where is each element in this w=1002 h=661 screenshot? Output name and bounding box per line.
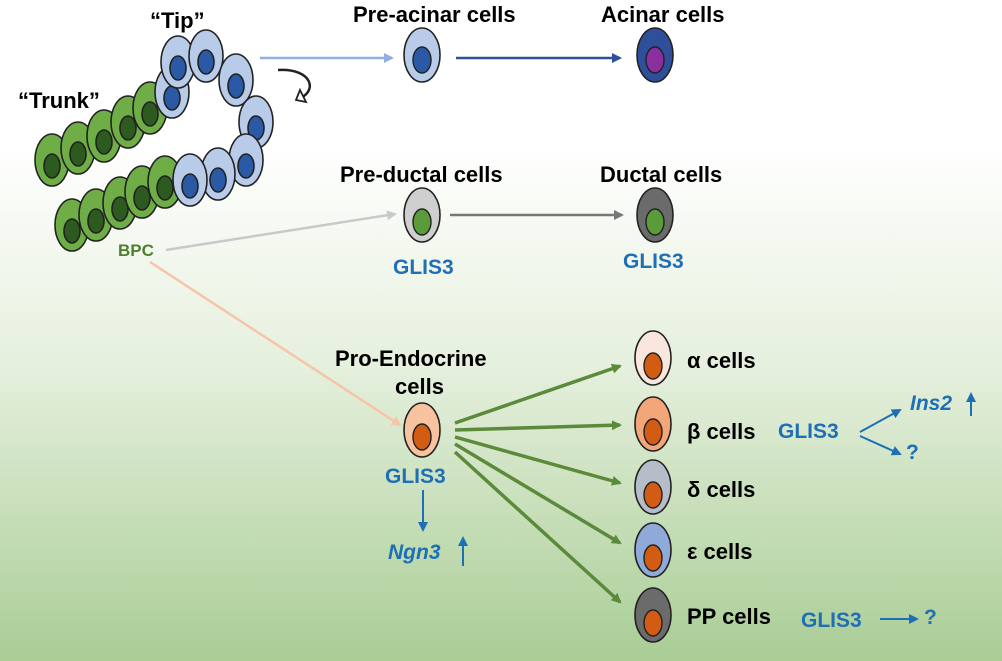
pre-acinar-cell [403,27,441,83]
pre-ductal-label: Pre-ductal cells [340,162,503,187]
beta-cells-label: β cells [687,419,756,444]
arrow-glis3-to-unknown-beta [859,435,902,456]
ductal-cell [636,187,674,243]
endocrine-arrows [453,363,622,604]
arrow-bpc-to-preductal [165,210,397,252]
tip-epithelium [154,29,274,207]
pp-cell [634,587,672,643]
bpc-label: BPC [118,241,154,260]
acinar-label: Acinar cells [601,2,725,27]
ductal-label: Ductal cells [600,162,723,187]
trunk-epithelium [34,81,183,252]
pro-endocrine-label-1: Pro-Endocrine [335,346,487,371]
arrow-bpc-to-proendocrine [149,260,402,427]
delta-cells-label: δ cells [687,477,756,502]
pro-endocrine-label-2: cells [395,374,444,399]
curved-loop-arrow-icon [277,68,312,104]
glis3-preductal: GLIS3 [393,256,454,279]
acinar-cell [636,27,674,83]
beta-cell [634,396,672,452]
glis3-pro-endocrine: GLIS3 [385,465,446,488]
pp-cells-label: PP cells [687,604,771,629]
ins2-label: Ins2 [910,392,953,415]
pre-acinar-label: Pre-acinar cells [353,2,516,27]
epsilon-cells-label: ε cells [687,539,753,564]
pre-ductal-cell [403,187,441,243]
alpha-cells-label: α cells [687,348,756,373]
glis3-beta: GLIS3 [778,420,839,443]
tip-label: “Tip” [150,8,205,33]
delta-cell [634,459,672,515]
glis3-ductal: GLIS3 [623,250,684,273]
unknown-pp-target: ? [924,606,937,629]
glis3-pp: GLIS3 [801,609,862,632]
arrow-glis3-to-ins2 [859,409,902,433]
pro-endocrine-cell [403,402,441,458]
trunk-label: “Trunk” [18,88,100,113]
unknown-beta-target: ? [906,441,919,464]
alpha-cell [634,330,672,386]
ngn3-label: Ngn3 [388,541,441,564]
epsilon-cell [634,522,672,578]
